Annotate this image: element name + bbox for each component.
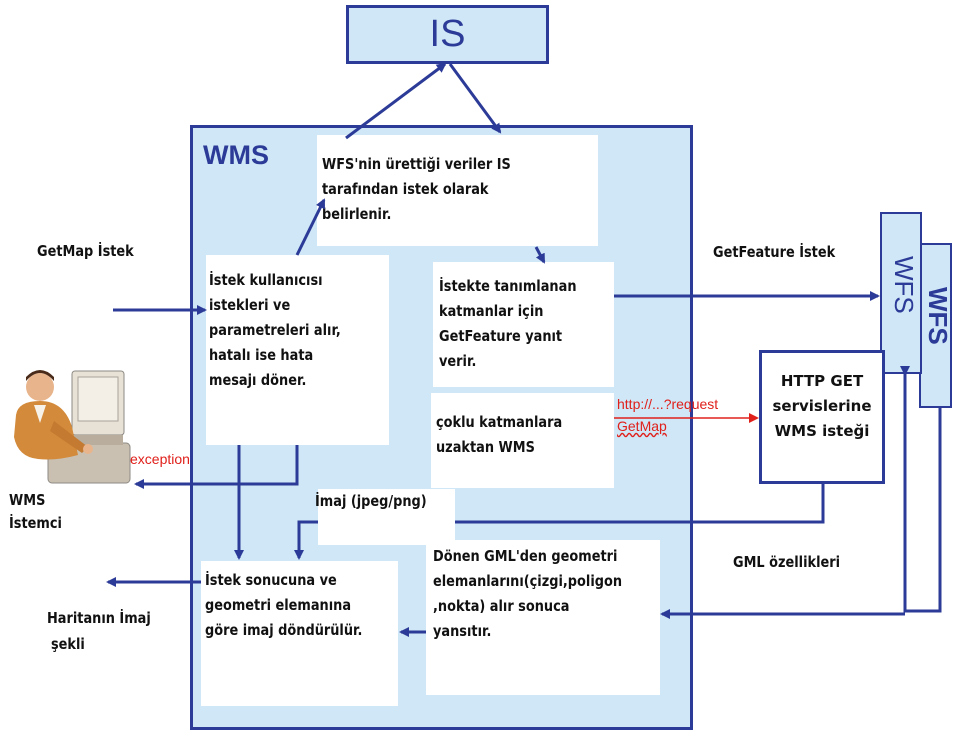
http-get-line-2: servislerine bbox=[772, 397, 872, 415]
request-check-box: İstek kullanıcısı istekleri ve parametre… bbox=[206, 255, 389, 445]
request-check-line-5: mesajı döner. bbox=[209, 371, 307, 389]
wfs-determination-line-1: WFS'nin ürettiği veriler IS bbox=[322, 155, 511, 173]
gml-return-arrow bbox=[900, 366, 942, 613]
client-label-line-2: İstemci bbox=[9, 514, 62, 532]
getfeature-response-line-4: verir. bbox=[439, 352, 477, 370]
gml-geometry-line-2: elemanlarını(çizgi,poligon bbox=[433, 572, 623, 590]
getfeature-response-line-3: GetFeature yanıt bbox=[439, 327, 563, 345]
is-label: IS bbox=[429, 13, 466, 55]
request-check-line-3: parametreleri alır, bbox=[209, 321, 341, 339]
wfs-back-label: WFS bbox=[923, 287, 953, 345]
request-check-line-2: istekleri ve bbox=[209, 296, 291, 314]
to-wfs-determination-arrow bbox=[295, 198, 326, 256]
exception-label: exception bbox=[130, 451, 190, 467]
result-image-box: İstek sonucuna ve geometri elemanına gör… bbox=[201, 561, 398, 706]
result-image-line-3: göre imaj döndürülür. bbox=[205, 621, 363, 639]
result-image-line-1: İstek sonucuna ve bbox=[205, 571, 337, 589]
getfeature-response-line-1: İstekte tanımlanan bbox=[439, 277, 577, 295]
image-format-arrow bbox=[294, 520, 318, 560]
getfeature-response-line-2: katmanlar için bbox=[439, 302, 544, 320]
getfeature-response-box: İstekte tanımlanan katmanlar için GetFea… bbox=[433, 262, 614, 387]
gml-geometry-line-3: ,nokta) alır sonuca bbox=[433, 597, 570, 615]
multi-layer-line-1: çoklu katmanlara bbox=[436, 413, 563, 431]
http-get-box: HTTP GET servislerine WMS isteği bbox=[759, 350, 885, 484]
image-format-box: İmaj (jpeg/png) bbox=[315, 489, 455, 545]
http-get-line-3: WMS isteği bbox=[774, 422, 870, 440]
map-image-label-line-2: şekli bbox=[51, 635, 85, 653]
wfs-front-label: WFS bbox=[889, 256, 919, 314]
http-return-line bbox=[455, 484, 825, 524]
to-getfeature-response-arrow bbox=[534, 246, 546, 264]
gml-geometry-line-4: yansıtır. bbox=[433, 622, 492, 640]
gml-geometry-line-1: Dönen GML'den geometri bbox=[433, 547, 618, 565]
person-at-computer-icon bbox=[14, 370, 131, 484]
result-image-line-2: geometri elemanına bbox=[205, 596, 352, 614]
request-check-line-1: İstek kullanıcısı bbox=[209, 271, 323, 289]
gml-geometry-box: Dönen GML'den geometri elemanlarını(çizg… bbox=[426, 540, 660, 695]
exception-arrow bbox=[134, 445, 299, 489]
multi-layer-box: çoklu katmanlara uzaktan WMS bbox=[431, 393, 614, 488]
wfs-node-back: WFS bbox=[919, 243, 953, 408]
multi-layer-line-2: uzaktan WMS bbox=[436, 438, 535, 456]
gml-features-label: GML özellikleri bbox=[733, 553, 841, 571]
wms-label: WMS bbox=[203, 140, 269, 170]
image-format-label: İmaj (jpeg/png) bbox=[315, 492, 427, 510]
is-node: IS bbox=[346, 5, 549, 64]
from-is-arrow bbox=[448, 63, 502, 134]
map-image-label-line-1: Haritanın İmaj bbox=[47, 609, 151, 627]
http-getmap-label: GetMap bbox=[617, 418, 667, 434]
wfs-determination-line-2: tarafından istek olarak bbox=[322, 180, 489, 198]
http-get-line-1: HTTP GET bbox=[780, 372, 864, 390]
getfeature-request-label: GetFeature İstek bbox=[713, 243, 836, 261]
wfs-node-front: WFS bbox=[880, 212, 922, 374]
wfs-determination-line-3: belirlenir. bbox=[322, 205, 392, 223]
getmap-request-label: GetMap İstek bbox=[37, 242, 134, 260]
http-url-label: http://...?request bbox=[617, 396, 719, 412]
request-check-line-4: hatalı ise hata bbox=[209, 346, 314, 364]
client-label-line-1: WMS bbox=[9, 491, 46, 509]
wfs-determination-box: WFS'nin ürettiği veriler IS tarafından i… bbox=[317, 135, 598, 246]
to-is-arrow bbox=[345, 62, 447, 140]
